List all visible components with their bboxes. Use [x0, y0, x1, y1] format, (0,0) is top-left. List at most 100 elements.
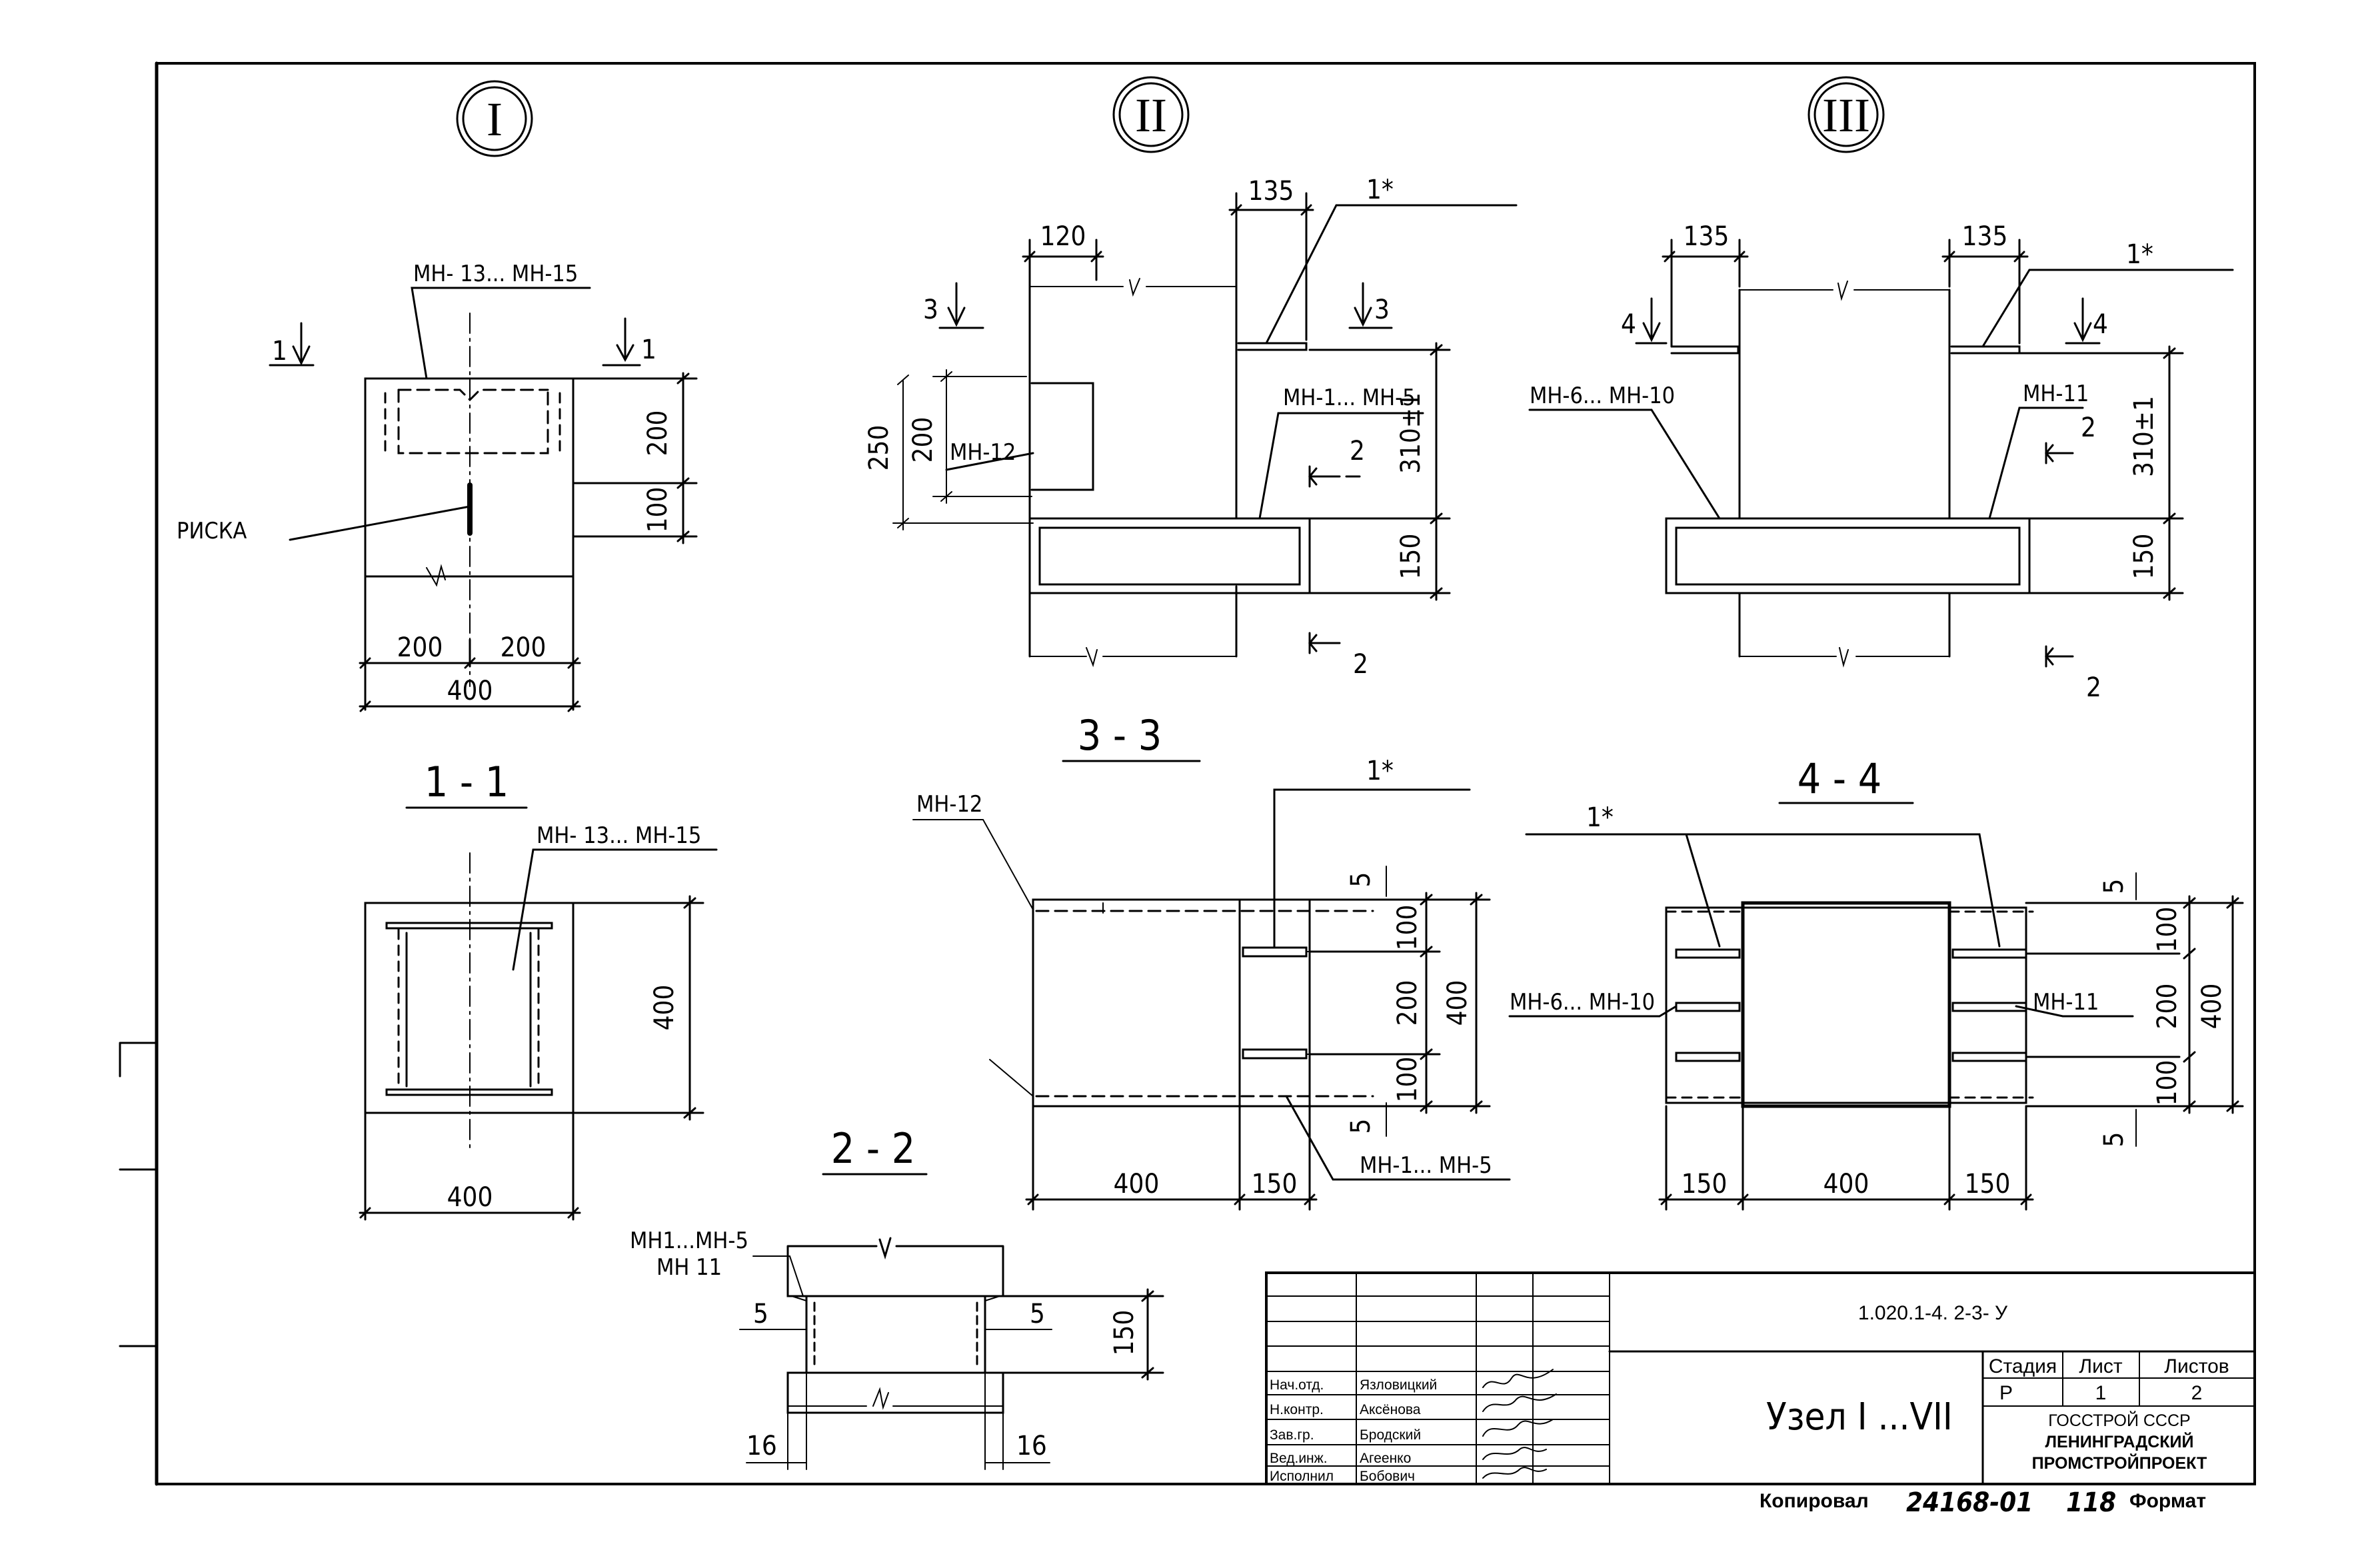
label-1star-sec33: 1* [1366, 756, 1394, 786]
cut-2-bottom-node2: 2 [1353, 649, 1368, 680]
dim-sec44-400: 400 [2197, 984, 2227, 1030]
label-mn11-sec44: МН-11 [2033, 989, 2099, 1016]
label-mn1-5-node2: МН-1... МН-5 [1283, 385, 1416, 411]
cut-2-top-node3: 2 [2081, 412, 2096, 443]
dim-sec11-400v: 400 [649, 985, 680, 1031]
sheet-header: Лист [2079, 1355, 2122, 1377]
dim-node3-150: 150 [2129, 534, 2159, 580]
dim-node1-200a: 200 [397, 632, 443, 663]
name-3: Бродский [1360, 1427, 1421, 1443]
org-line-2: ЛЕНИНГРАДСКИЙ [2045, 1431, 2194, 1451]
dim-node2-150: 150 [1396, 534, 1426, 580]
dim-sec33-400: 400 [1442, 980, 1473, 1026]
section-title-2-2: 2 - 2 [831, 1124, 916, 1173]
section-2-2: 2 - 2 МН1...МН-5 МН 11 5 5 150 16 16 [630, 1124, 1164, 1470]
org-line-3: ПРОМСТРОЙПРОЕКТ [2032, 1453, 2207, 1473]
dim-sec33-5b: 5 [1346, 1119, 1376, 1134]
dim-sec33-5a: 5 [1346, 872, 1376, 888]
section-title-3-3: 3 - 3 [1078, 711, 1162, 760]
footer-number: 24168-01 [1906, 1487, 2033, 1518]
label-1star-sec44: 1* [1586, 802, 1614, 833]
dim-node3-135a: 135 [1684, 221, 1730, 252]
dim-sec44-400h: 400 [1823, 1169, 1869, 1199]
label-mn1-5-sec22: МН1...МН-5 [630, 1227, 748, 1254]
sheet-value: 1 [2095, 1382, 2107, 1404]
node-label-2: II [1135, 89, 1167, 142]
dim-sec33-400h: 400 [1114, 1169, 1160, 1199]
stage-value: Р [1999, 1382, 2013, 1404]
node-label-1: I [487, 93, 503, 146]
dim-node1-100v: 100 [642, 487, 673, 533]
role-2: Н.контр. [1270, 1402, 1324, 1417]
title-block: 1.020.1-4. 2-3- У Узел I ...VII Стадия Л… [1265, 1271, 2256, 1485]
label-mn6-10-node3: МН-6... МН-10 [1530, 383, 1675, 409]
dim-node1-400: 400 [447, 676, 493, 706]
label-mn12-node2: МН-12 [950, 439, 1016, 466]
dim-node2-120: 120 [1040, 221, 1086, 252]
role-4: Вед.инж. [1270, 1451, 1328, 1466]
section-title-1-1: 1 - 1 [425, 758, 509, 806]
label-mn11-sec22: МН 11 [656, 1254, 722, 1281]
label-riska: РИСКА [177, 518, 247, 544]
dim-sec44-150b: 150 [1965, 1169, 2011, 1199]
cut-3-right: 3 [1374, 295, 1390, 325]
role-3: Зав.гр. [1270, 1427, 1314, 1443]
dim-sec33-200: 200 [1392, 980, 1423, 1026]
role-1: Нач.отд. [1270, 1377, 1324, 1393]
sheets-value: 2 [2191, 1382, 2203, 1404]
dim-node2-250: 250 [864, 425, 894, 471]
stage-header: Стадия [1989, 1355, 2057, 1377]
dim-node2-310: 310±1 [1396, 392, 1426, 474]
dim-sec22-5b: 5 [1030, 1299, 1045, 1329]
drawing-title: Узел I ...VII [1766, 1395, 1953, 1439]
dim-sec44-200: 200 [2152, 984, 2183, 1030]
name-4: Агеенко [1360, 1451, 1411, 1466]
section-title-4-4: 4 - 4 [1797, 754, 1882, 803]
dim-sec44-5a: 5 [2099, 879, 2129, 894]
dim-sec22-5a: 5 [753, 1299, 768, 1329]
label-mn1-5-sec33: МН-1... МН-5 [1360, 1152, 1492, 1179]
dim-sec11-400h: 400 [447, 1182, 493, 1213]
name-5: Бобович [1360, 1469, 1415, 1484]
footer: Копировал 24168-01 118 Формат [1760, 1487, 2206, 1518]
dim-sec44-150a: 150 [1682, 1169, 1728, 1199]
section-1-1: 1 - 1 МН- 13... МН-15 400 400 [359, 758, 718, 1221]
dim-sec44-5b: 5 [2099, 1132, 2129, 1148]
dim-node1-200v: 200 [642, 410, 673, 456]
signatures [1482, 1369, 1557, 1479]
dim-node3-135b: 135 [1962, 221, 2008, 252]
dim-sec33-150h: 150 [1252, 1169, 1298, 1199]
name-2: Аксёнова [1360, 1402, 1421, 1417]
cut-2-top-node2: 2 [1350, 436, 1365, 466]
cut-4-right: 4 [2093, 309, 2108, 340]
node-1-elevation: МН- 13... МН-15 РИСКА 1 1 200 100 200 20… [177, 261, 698, 712]
cut-2-bottom-node3: 2 [2086, 672, 2101, 703]
name-1: Язловицкий [1360, 1377, 1437, 1393]
label-mn13-15-section: МН- 13... МН-15 [537, 822, 701, 849]
dim-sec33-100b: 100 [1392, 1057, 1423, 1103]
node-2-elevation: 120 135 1* 3 3 МН-12 200 250 МН-1... МН-… [864, 175, 1518, 680]
dim-sec44-100a: 100 [2152, 907, 2183, 953]
dim-node2-200: 200 [908, 417, 938, 463]
cut-3-left: 3 [923, 295, 938, 325]
dim-sec33-100a: 100 [1392, 905, 1423, 951]
footer-copied: Копировал [1760, 1490, 1869, 1512]
dim-sec44-100b: 100 [2152, 1060, 2183, 1106]
footer-page: 118 [2066, 1487, 2116, 1518]
footer-format: Формат [2129, 1490, 2206, 1512]
dim-node2-135: 135 [1248, 176, 1294, 207]
org-line-1: ГОССТРОЙ СССР [2048, 1410, 2190, 1430]
dim-node3-310: 310±1 [2129, 396, 2159, 477]
label-mn13-15-top: МН- 13... МН-15 [413, 261, 578, 287]
cut-1-left: 1 [272, 336, 287, 367]
dim-sec22-16a: 16 [746, 1431, 777, 1461]
dim-node1-200b: 200 [501, 632, 547, 663]
label-mn6-10-sec44: МН-6... МН-10 [1510, 989, 1655, 1016]
label-mn12-sec33: МН-12 [916, 791, 982, 818]
cut-4-left: 4 [1621, 309, 1636, 340]
role-5: Исполнил [1270, 1469, 1334, 1484]
sheets-header: Листов [2164, 1355, 2229, 1377]
dim-sec22-150: 150 [1109, 1310, 1140, 1356]
node-3-elevation: 135 135 1* 4 4 МН-6... МН-10 МН-11 310±1… [1528, 221, 2234, 703]
